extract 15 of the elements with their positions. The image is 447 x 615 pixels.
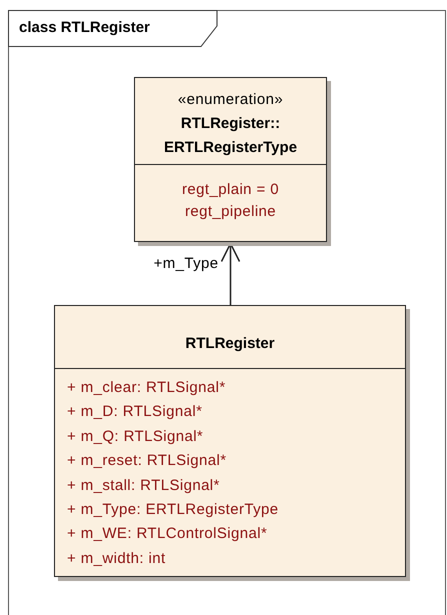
attribute-text: + m_stall: RTLSignal* (67, 476, 221, 496)
enum-literal: regt_plain = 0 (181, 180, 280, 200)
attribute-text: + m_D: RTLSignal* (67, 402, 204, 422)
class-name: RTLRegister (184, 334, 276, 354)
frame-title: class RTLRegister (19, 18, 150, 38)
diagram-frame (8, 10, 446, 615)
class-name: RTLRegister:: ERTLRegisterType (162, 114, 298, 158)
attribute-text: + m_clear: RTLSignal* (67, 378, 227, 398)
attribute-text: + m_Type: ERTLRegisterType (67, 500, 280, 520)
attribute-text: + m_Q: RTLSignal* (67, 426, 204, 447)
attribute-text: + m_WE: RTLControlSignal* (67, 524, 268, 544)
stereotype-label: «enumeration» (176, 90, 284, 110)
attribute-text: + m_reset: RTLSignal* (67, 451, 228, 472)
enum-literal: regt_pipeline (184, 202, 278, 222)
attribute-text: + m_width: int (67, 548, 167, 569)
